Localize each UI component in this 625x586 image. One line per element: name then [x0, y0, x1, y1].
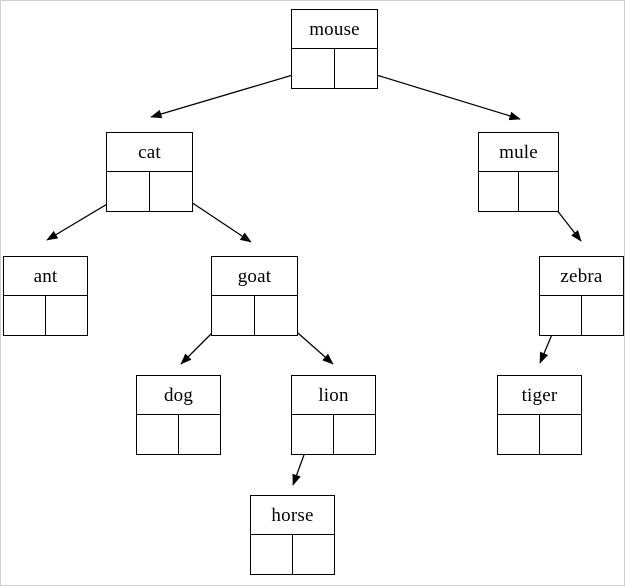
tree-node-label: goat — [212, 257, 297, 296]
tree-node-horse[interactable]: horse — [250, 495, 335, 575]
tree-node-right-pointer-cell — [150, 172, 193, 211]
tree-node-label: mouse — [292, 10, 377, 49]
tree-node-right-pointer-cell — [334, 415, 376, 454]
tree-node-left-pointer-cell — [292, 49, 335, 88]
tree-node-pointer-cells — [251, 535, 334, 574]
tree-node-pointer-cells — [479, 172, 558, 211]
tree-node-pointer-cells — [107, 172, 192, 211]
tree-node-right-pointer-cell — [335, 49, 378, 88]
tree-node-right-pointer-cell — [540, 415, 582, 454]
tree-node-right-pointer-cell — [519, 172, 559, 211]
tree-node-left-pointer-cell — [498, 415, 540, 454]
tree-node-dog[interactable]: dog — [136, 375, 221, 455]
tree-node-pointer-cells — [137, 415, 220, 454]
tree-node-label: zebra — [540, 257, 623, 296]
tree-node-goat[interactable]: goat — [211, 256, 298, 336]
tree-node-right-pointer-cell — [179, 415, 221, 454]
tree-node-pointer-cells — [212, 296, 297, 335]
tree-edge-mouse-to-mule — [356, 68, 521, 121]
tree-node-pointer-cells — [292, 415, 375, 454]
tree-node-label: tiger — [498, 376, 581, 415]
tree-node-left-pointer-cell — [4, 296, 46, 335]
tree-node-cat[interactable]: cat — [106, 132, 193, 212]
tree-node-left-pointer-cell — [292, 415, 334, 454]
tree-node-mouse[interactable]: mouse — [291, 9, 378, 89]
tree-node-left-pointer-cell — [540, 296, 582, 335]
tree-node-label: ant — [4, 257, 87, 296]
tree-node-lion[interactable]: lion — [291, 375, 376, 455]
tree-node-pointer-cells — [292, 49, 377, 88]
tree-node-label: lion — [292, 376, 375, 415]
tree-node-pointer-cells — [4, 296, 87, 335]
tree-node-label: dog — [137, 376, 220, 415]
tree-node-label: cat — [107, 133, 192, 172]
tree-node-label: mule — [479, 133, 558, 172]
tree-node-left-pointer-cell — [251, 535, 293, 574]
tree-node-right-pointer-cell — [293, 535, 335, 574]
tree-node-mule[interactable]: mule — [478, 132, 559, 212]
tree-node-zebra[interactable]: zebra — [539, 256, 624, 336]
tree-node-right-pointer-cell — [255, 296, 298, 335]
tree-node-left-pointer-cell — [107, 172, 150, 211]
tree-node-ant[interactable]: ant — [3, 256, 88, 336]
tree-node-tiger[interactable]: tiger — [497, 375, 582, 455]
tree-node-left-pointer-cell — [212, 296, 255, 335]
tree-node-label: horse — [251, 496, 334, 535]
tree-node-pointer-cells — [540, 296, 623, 335]
tree-node-left-pointer-cell — [137, 415, 179, 454]
tree-node-right-pointer-cell — [582, 296, 624, 335]
tree-node-left-pointer-cell — [479, 172, 519, 211]
tree-node-pointer-cells — [498, 415, 581, 454]
tree-edge-mouse-to-cat — [150, 68, 314, 119]
tree-node-right-pointer-cell — [46, 296, 88, 335]
